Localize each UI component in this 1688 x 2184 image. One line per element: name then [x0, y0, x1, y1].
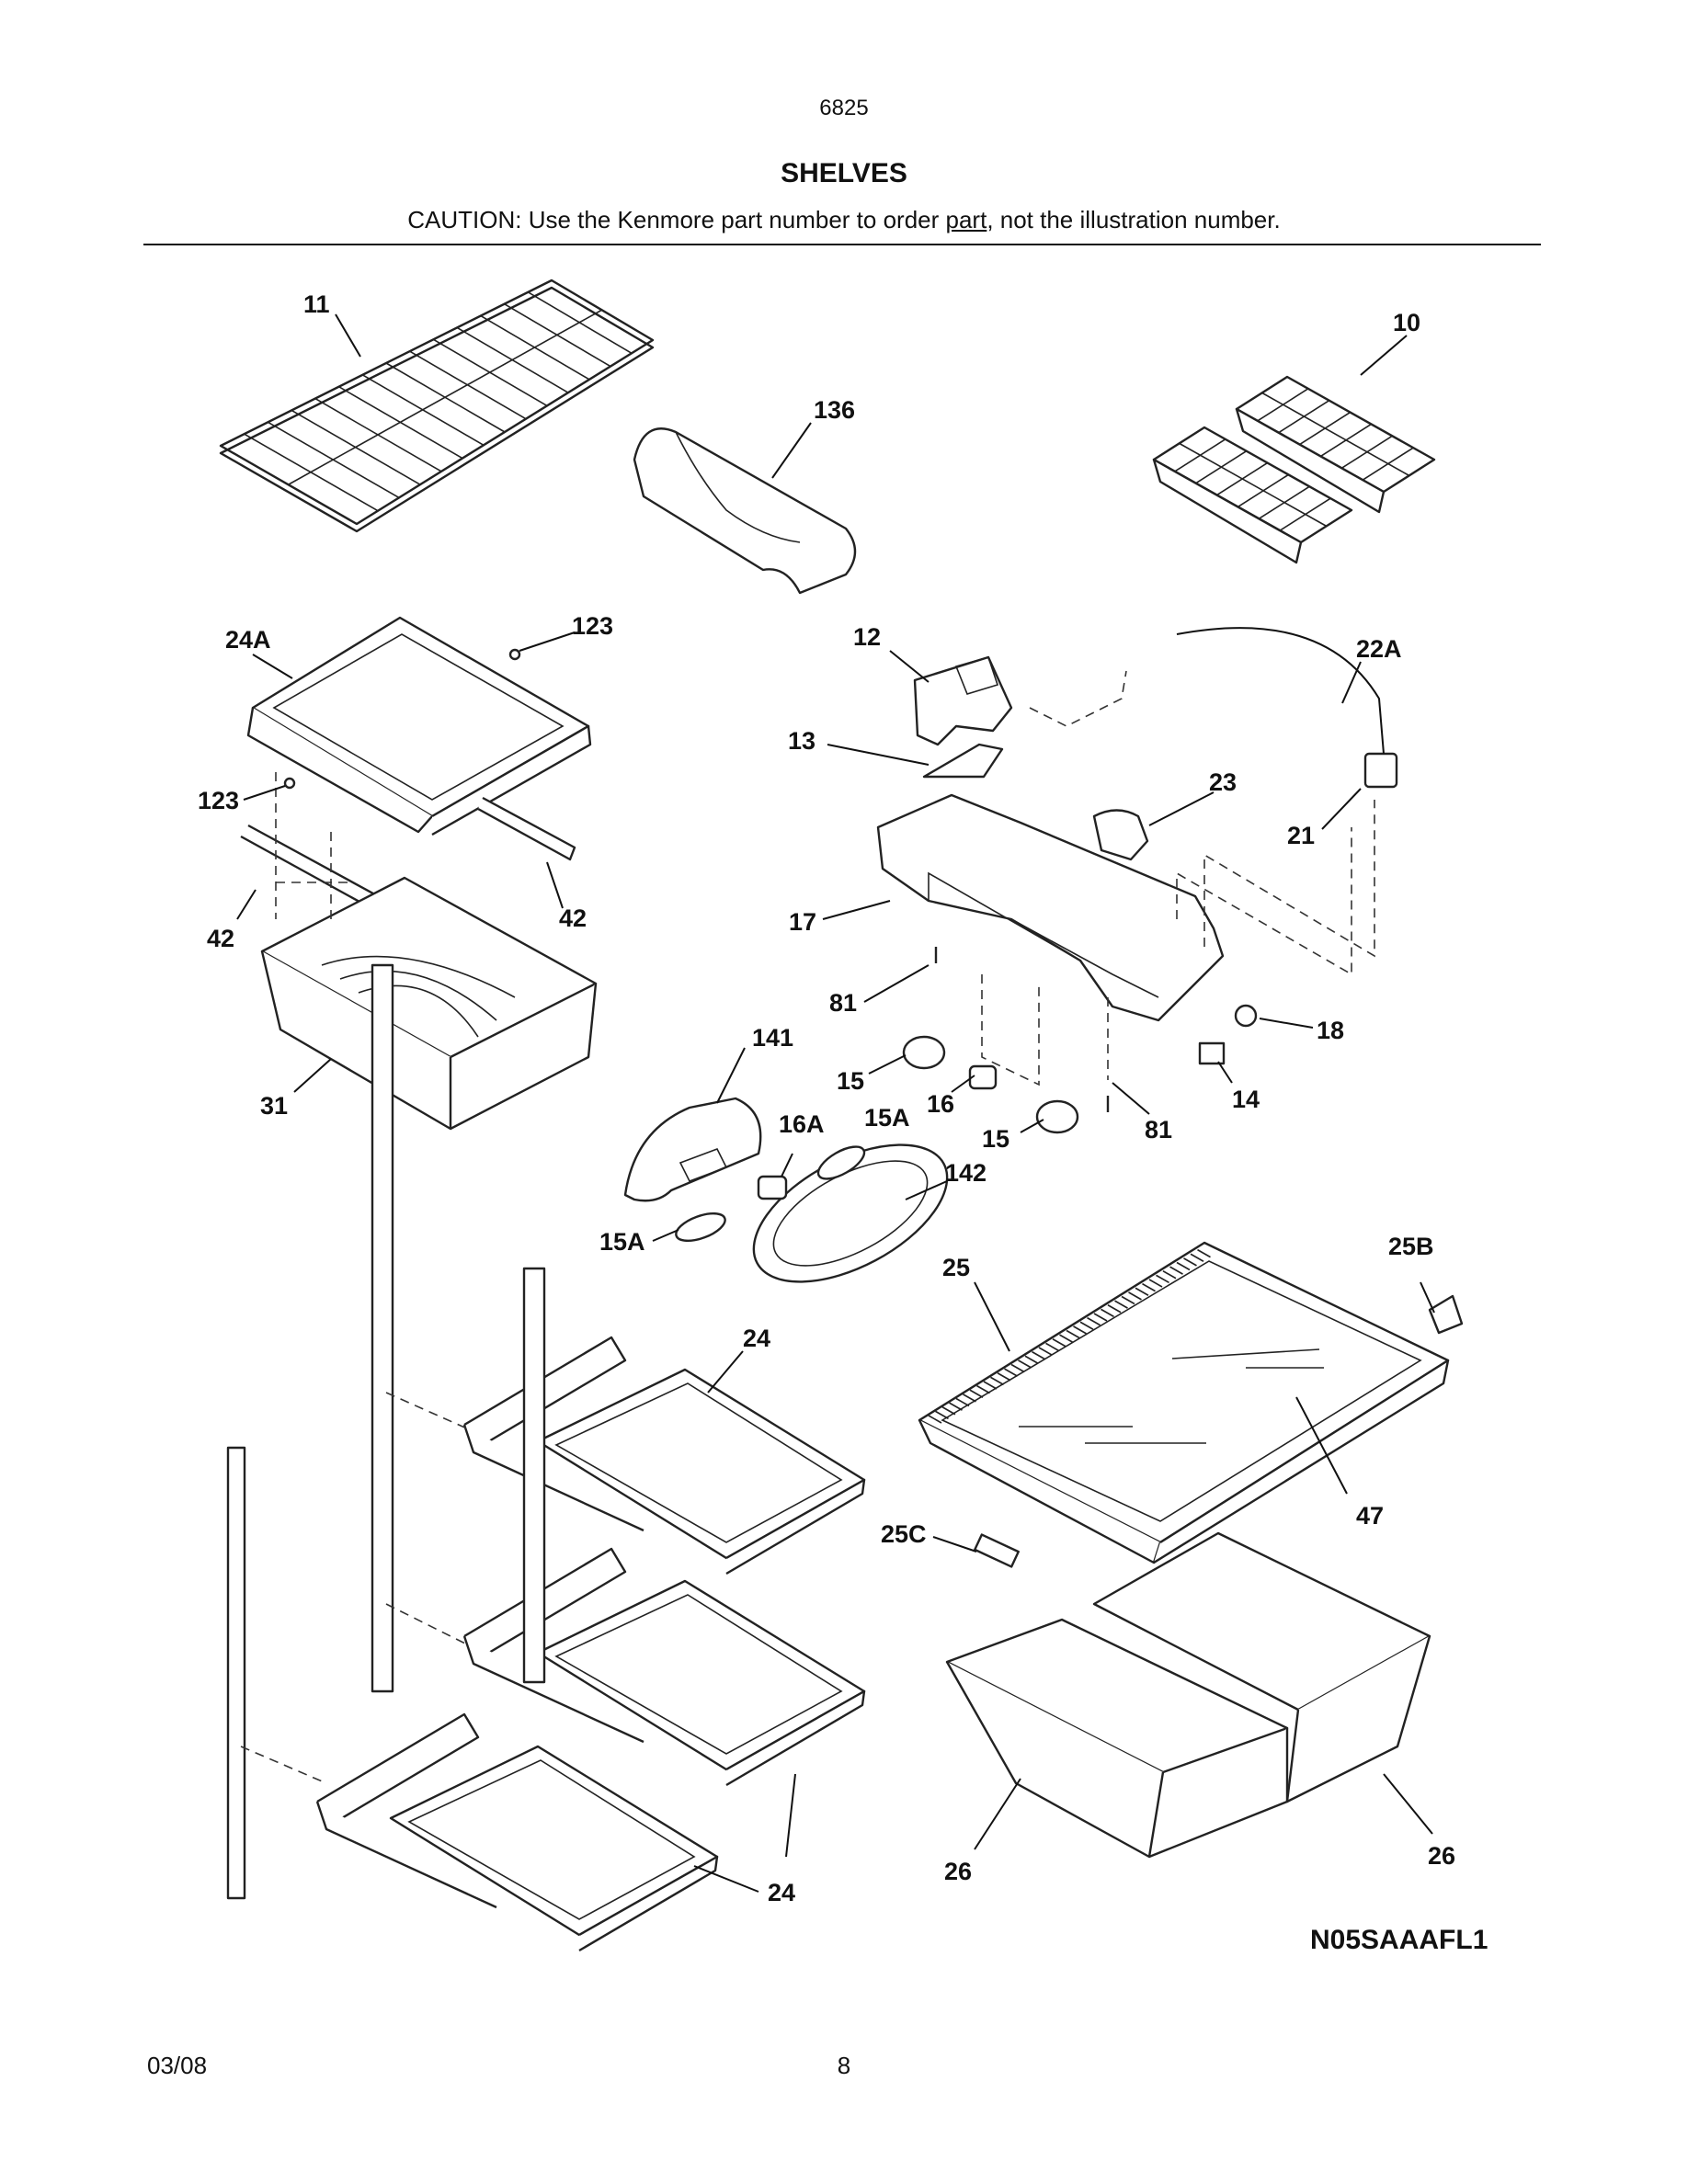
caution-note: CAUTION: Use the Kenmore part number to …	[0, 206, 1688, 234]
part-10-ice-trays	[1152, 375, 1436, 564]
footer-date: 03/08	[147, 2052, 208, 2079]
part-16-sockets	[757, 1064, 998, 1200]
callout-13: 13	[788, 727, 815, 755]
part-21-switch	[1363, 752, 1398, 789]
callout-81-left: 81	[829, 989, 857, 1017]
callout-25B: 25B	[1388, 1233, 1434, 1260]
callout-123-top: 123	[572, 612, 613, 640]
page-title: SHELVES	[781, 158, 907, 188]
part-15-bulbs	[675, 1035, 1079, 1242]
part-18-14-controls	[1198, 1004, 1258, 1065]
part-123-screws	[283, 648, 521, 790]
callout-21: 21	[1287, 822, 1315, 849]
callout-25: 25	[942, 1254, 970, 1281]
caution-text-start: CAUTION: Use the Kenmore part number to …	[407, 206, 946, 233]
callout-25C: 25C	[881, 1520, 927, 1548]
callout-42-right: 42	[559, 904, 587, 932]
part-12-spillway	[913, 655, 1013, 746]
diagram-code: N05SAAAFL1	[1310, 1925, 1488, 1955]
callout-11: 11	[303, 290, 330, 318]
callout-15A-upper: 15A	[864, 1104, 910, 1132]
callout-136: 136	[814, 396, 855, 424]
callout-23: 23	[1209, 768, 1237, 796]
callout-15-left: 15	[837, 1067, 864, 1095]
callout-31: 31	[260, 1092, 288, 1120]
part-22A-harness	[1176, 627, 1385, 755]
callout-24-bottom: 24	[768, 1879, 795, 1906]
part-141-lamp-shield	[623, 1097, 762, 1202]
callout-17: 17	[789, 908, 816, 936]
part-13-water-tube	[922, 743, 1004, 779]
leader-lines	[236, 313, 1435, 1893]
part-11-wire-shelf	[219, 279, 655, 533]
guide-lines-icemaker	[981, 670, 1375, 1086]
callout-15-right: 15	[982, 1125, 1009, 1153]
callout-42-left: 42	[207, 925, 234, 952]
caution-text-end: , not the illustration number.	[987, 206, 1281, 233]
part-81-screws	[934, 947, 1110, 1112]
part-142-lamp-lens	[752, 1143, 949, 1283]
callout-16A: 16A	[779, 1110, 825, 1138]
callout-24-top: 24	[743, 1325, 770, 1352]
callout-24A: 24A	[225, 626, 271, 654]
callout-15A-lower: 15A	[599, 1228, 645, 1256]
part-17-housing	[876, 793, 1225, 1022]
callout-123-left: 123	[198, 787, 239, 814]
callout-26-right: 26	[1428, 1842, 1455, 1870]
callout-142: 142	[945, 1159, 987, 1187]
part-24A-pan-cover	[246, 616, 592, 836]
part-23-ice-maker	[1092, 809, 1149, 861]
part-24-glass-shelves	[226, 963, 866, 1952]
header-rule	[143, 244, 1541, 245]
callout-12: 12	[853, 623, 881, 651]
part-136-bracket	[633, 427, 857, 595]
part-25-crisper-cover	[918, 1241, 1450, 1564]
part-31-drawer	[260, 876, 598, 1131]
callout-81-right: 81	[1145, 1116, 1172, 1143]
caution-link-part[interactable]: part	[945, 206, 987, 233]
part-26-crisper-drawers	[945, 1531, 1431, 1859]
callout-18: 18	[1317, 1017, 1344, 1044]
callout-26-left: 26	[944, 1858, 972, 1885]
guide-lines-left	[275, 772, 349, 919]
part-25B-25C-clips	[974, 1294, 1464, 1568]
callout-14: 14	[1232, 1086, 1260, 1113]
callout-10: 10	[1393, 309, 1420, 336]
callout-141: 141	[752, 1024, 793, 1052]
footer-page-number: 8	[837, 2052, 851, 2079]
callout-47: 47	[1356, 1502, 1384, 1530]
callout-16: 16	[927, 1090, 954, 1118]
callout-22A: 22A	[1356, 635, 1402, 663]
model-number: 6825	[819, 96, 869, 120]
